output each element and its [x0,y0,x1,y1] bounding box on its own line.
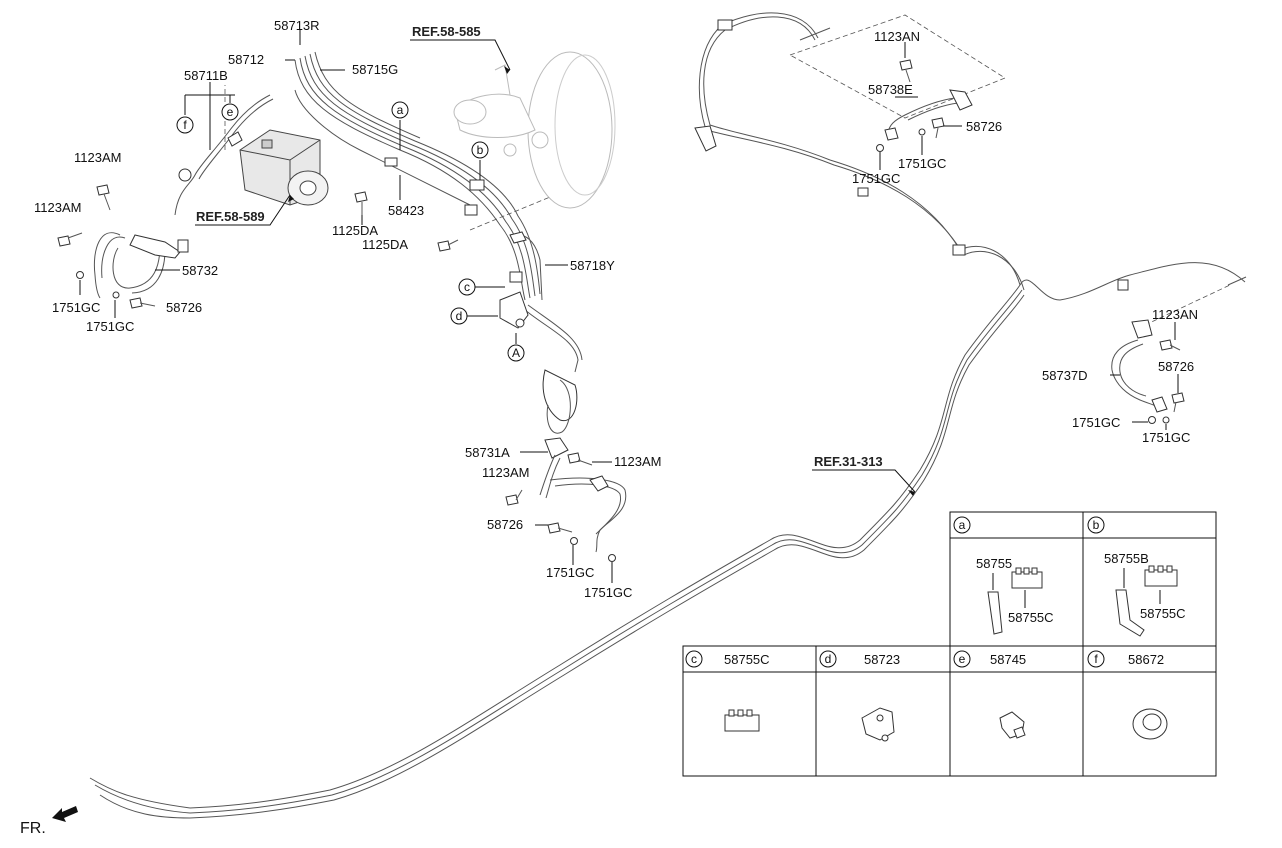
callout-b-label: b [477,143,484,157]
legend-b-part-1: 58755B [1104,551,1149,566]
callout-e: e [221,103,239,121]
rear-right-lower-hose [1111,319,1168,413]
label-58737D: 58737D [1042,368,1088,383]
brake-booster [453,51,616,209]
label-58731A: 58731A [465,445,510,460]
legend-e-part: 58745 [990,652,1026,667]
legend-d-part: 58723 [864,652,900,667]
legend-d-letter: d [825,652,832,666]
label-58726-d: 58726 [1158,359,1194,374]
grommet-icon [1132,708,1168,740]
part-labels: 58713R 58712 58715G 58711B 1123AM 1123AM… [34,18,1198,600]
callout-d: d [450,307,468,325]
callout-c-label: c [464,280,470,294]
label-1751GC-a: 1751GC [52,300,100,315]
legend-cell-e: e 58745 [953,650,1026,739]
callout-A: A [507,344,525,362]
legend-f-letter: f [1094,652,1098,666]
clip-icon [724,709,760,732]
clamp-icon [999,711,1026,739]
legend-a-part-2: 58755C [1008,610,1054,625]
label-1751GC-b: 1751GC [86,319,134,334]
rear-right-upper-hose [884,89,973,141]
label-58726-c: 58726 [966,119,1002,134]
label-58713R: 58713R [274,18,320,33]
ref-31-313: REF.31-313 [814,454,883,469]
front-left-hose [93,94,274,299]
abs-pipes [294,51,583,434]
front-label: FR. [20,820,46,837]
label-1123AN-a: 1123AN [874,29,920,44]
label-1751GC-c: 1751GC [546,565,594,580]
callout-c: c [458,278,476,296]
label-58715G: 58715G [352,62,398,77]
legend-e-letter: e [959,652,966,666]
callout-f-label: f [183,118,187,132]
label-1123AM-c: 1123AM [614,454,661,469]
legend-c-letter: c [691,652,697,666]
bracket-icon [861,707,895,742]
callout-a-label: a [397,103,404,117]
fasteners [57,59,1185,562]
label-1125DA-b: 1125DA [362,237,408,252]
ref-58-585: REF.58-585 [412,24,481,39]
legend-cell-b: b 58755B 58755C [1087,516,1186,637]
callout-f: f [176,116,194,134]
legend-cell-a: a 58755 58755C [953,516,1054,635]
callout-b: b [471,141,489,159]
ref-58-589: REF.58-589 [196,209,265,224]
legend-table: a 58755 58755C b 58755B 58755C [682,511,1217,777]
callout-e-label: e [227,105,234,119]
label-1751GC-e: 1751GC [898,156,946,171]
label-58726-b: 58726 [487,517,523,532]
label-1751GC-h: 1751GC [1142,430,1190,445]
callout-A-label: A [512,346,520,360]
label-1123AM-b: 1123AM [34,200,81,215]
label-58738E: 58738E [868,82,913,97]
label-58712: 58712 [228,52,264,67]
label-1125DA-a: 1125DA [332,223,378,238]
leader-lines [79,30,1179,583]
label-1123AN-b: 1123AN [1152,307,1198,322]
label-58726-a: 58726 [166,300,202,315]
legend-f-part: 58672 [1128,652,1164,667]
abs-module [239,129,329,206]
label-1751GC-g: 1751GC [1072,415,1120,430]
legend-cell-f: f 58672 [1087,650,1168,740]
legend-a-letter: a [959,518,966,532]
label-1751GC-d: 1751GC [584,585,632,600]
legend-a-part-1: 58755 [976,556,1012,571]
legend-b-part-2: 58755C [1140,606,1186,621]
legend-c-part: 58755C [724,652,770,667]
front-direction-indicator: FR. [20,806,78,837]
callout-a: a [391,101,409,119]
label-58732: 58732 [182,263,218,278]
label-1751GC-f: 1751GC [852,171,900,186]
main-pipe-bundle [89,12,1247,819]
label-58423: 58423 [388,203,424,218]
label-58711B: 58711B [184,68,228,83]
clip-icon [1011,567,1043,589]
legend-cell-d: d 58723 [819,650,900,742]
front-arrow-icon [52,806,78,822]
label-58718Y: 58718Y [570,258,615,273]
rear-center-hose [539,437,627,553]
label-1123AM-d: 1123AM [482,465,529,480]
callout-d-label: d [456,309,463,323]
legend-b-letter: b [1093,518,1100,532]
label-1123AM-a: 1123AM [74,150,121,165]
clip-icon [1144,565,1178,587]
legend-cell-c: c 58755C [685,650,770,732]
